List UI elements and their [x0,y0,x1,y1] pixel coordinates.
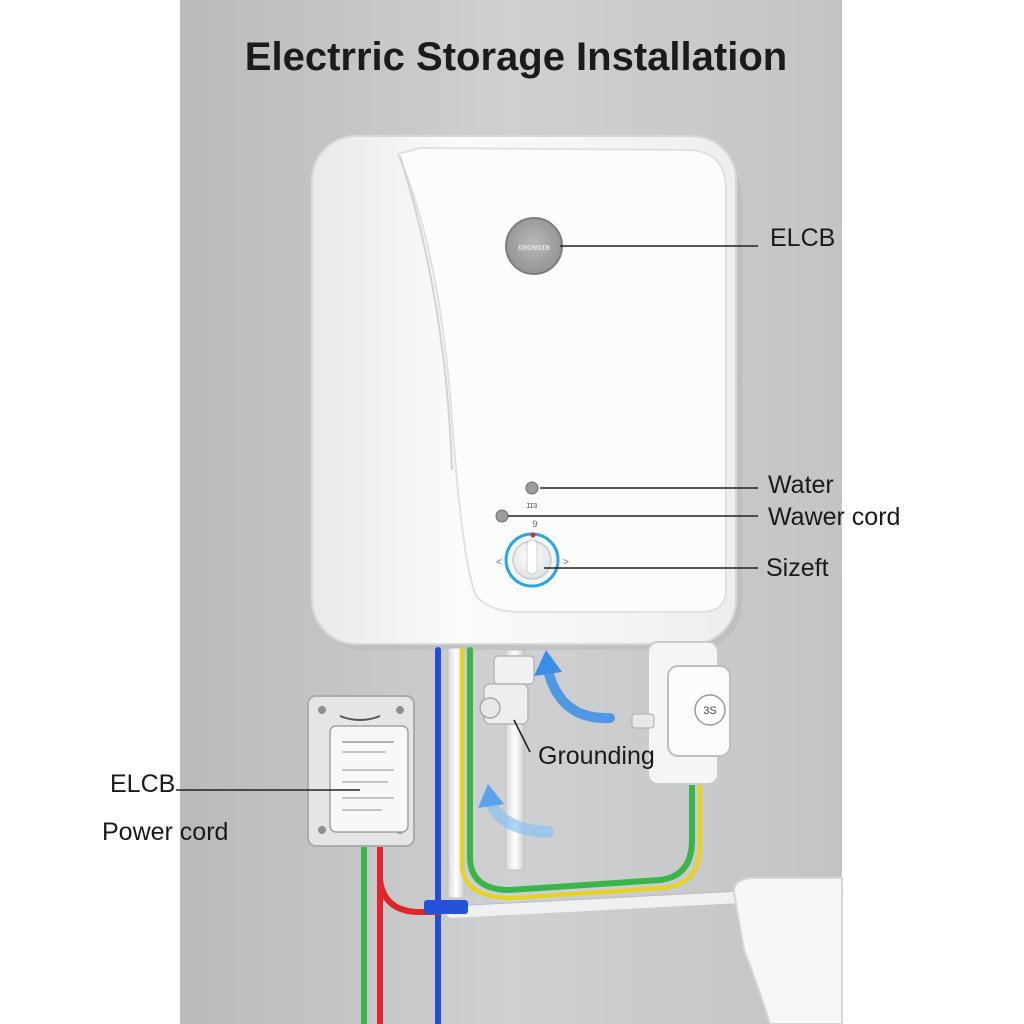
dial-red-dot [530,532,536,538]
wire-clamp [424,900,468,914]
wire-green-main [467,647,695,894]
flow-arrow-upper-head [534,650,562,676]
elcb-unit [307,695,415,847]
water-flow [478,650,615,838]
label-water: Water [768,471,834,499]
dial-right-mark: > [563,557,569,568]
water-heater: ɛʀɢɴɢɪʙ ɪɪɜ 9 < > [311,135,742,650]
label-sizeft: Sizeft [766,554,829,582]
label-elcb-left: ELCB [110,770,175,798]
heater-badge-text: ɛʀɢɴɢɪʙ [518,242,550,252]
socket-text: 3S [703,705,716,717]
indicator-upper-text: ɪɪɜ [527,500,538,510]
leader-lines [176,245,758,791]
heater-front-panel [396,146,727,613]
indicator-light-upper [525,481,539,495]
wiring [361,647,702,1024]
label-grounding: Grounding [538,742,655,770]
label-wawer-cord: Wawer cord [768,503,900,531]
flow-arrow-upper [543,665,615,724]
plug-connector [631,713,655,729]
socket-dial [694,694,726,726]
label-elcb-top: ELCB [770,224,835,252]
dial-top-mark: 9 [532,519,537,529]
wall-right-edge [842,0,1024,1024]
dial-pointer [526,539,538,575]
wall-socket: 3S [631,641,731,785]
toilet-fixture [732,877,843,1024]
dial-left-mark: < [496,557,502,568]
heater-side-curve [399,155,453,471]
wire-yellow-main [460,648,702,901]
pipe-union [479,697,501,719]
wire-red-branch [377,877,443,915]
label-power-cord: Power cord [102,818,228,846]
indicator-light-lower [495,509,509,523]
flow-arrow-lower-head [478,784,504,808]
diagram-title: Electrric Storage Installation [245,35,787,79]
pipe-valve [493,655,535,685]
